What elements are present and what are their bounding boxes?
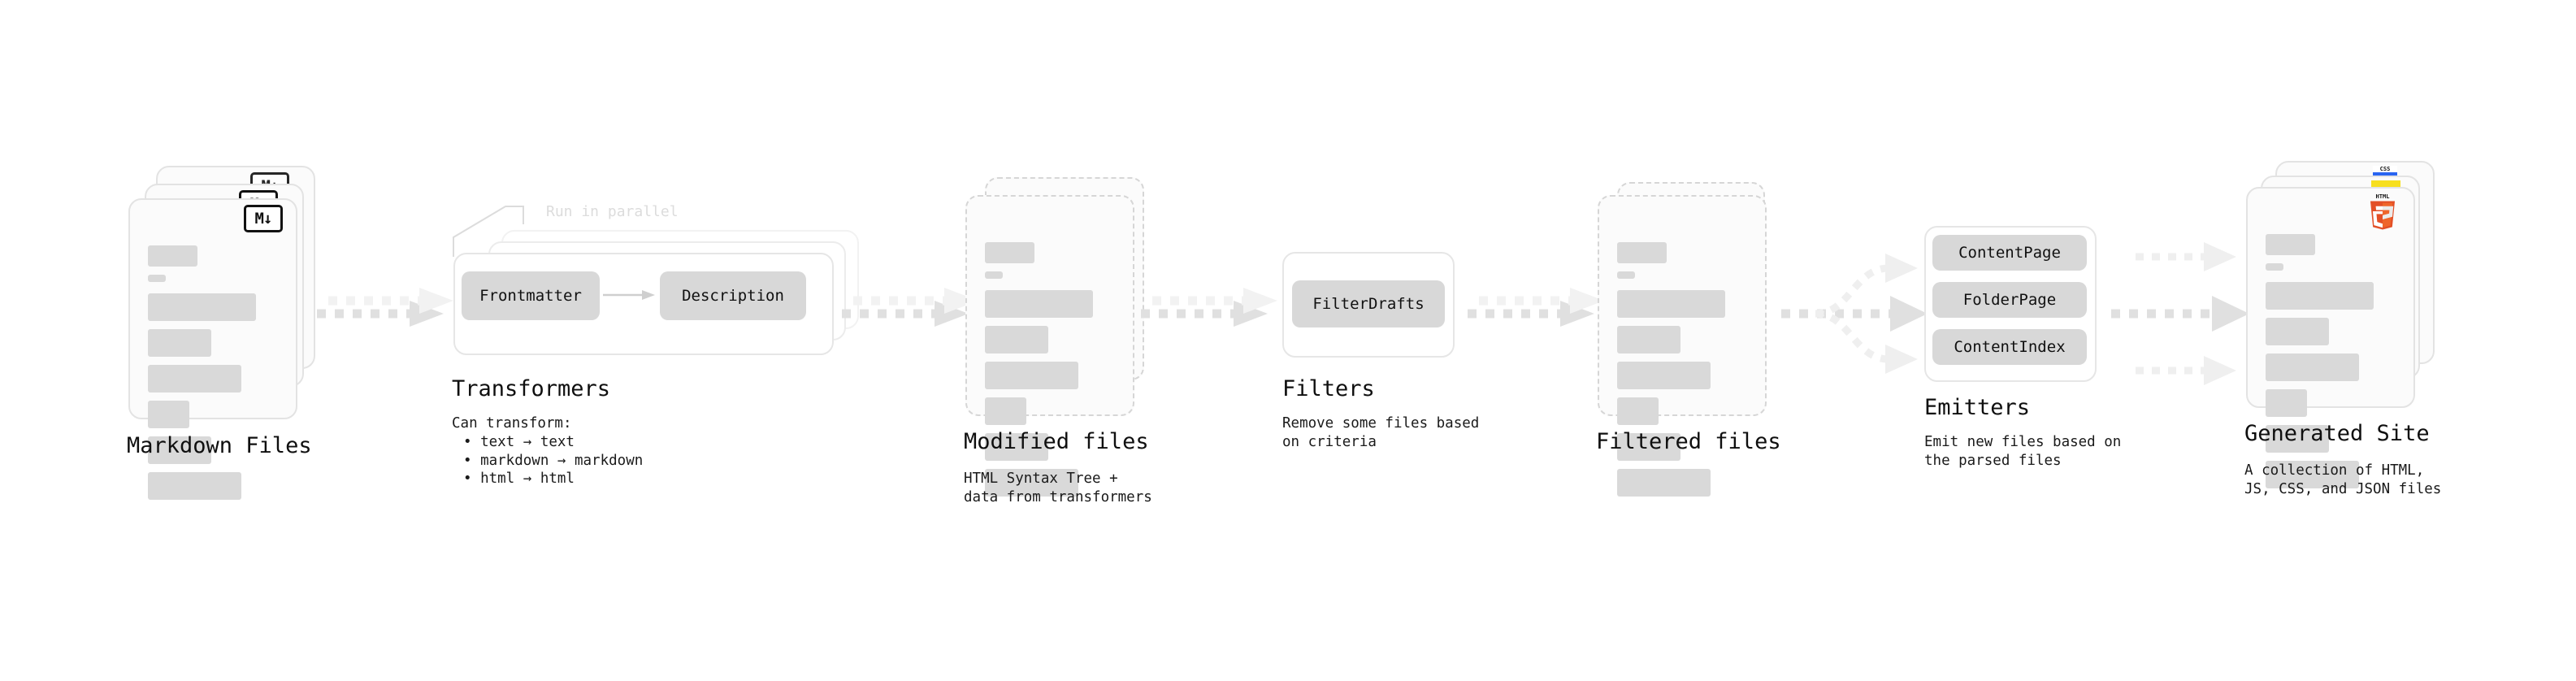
markdown-icon-arrow: ↓ <box>263 209 272 228</box>
connector-emitters-to-site <box>2111 242 2249 385</box>
placeholder-bar <box>148 245 197 267</box>
placeholder-bar <box>148 275 167 282</box>
placeholder-bar <box>148 472 242 500</box>
filtered-card-front <box>1598 195 1767 497</box>
markdown-icon: M↓ <box>244 205 283 232</box>
filters-chip-filterdrafts[interactable]: FilterDrafts <box>1292 280 1445 327</box>
placeholder-bar <box>148 401 190 428</box>
emitters-sub-line2: the parsed files <box>1924 452 2062 469</box>
markdown-files-title: Markdown Files <box>127 433 312 458</box>
html5-icon: HTML <box>2370 193 2396 230</box>
placeholder-bar <box>1617 469 1711 497</box>
transformers-title: Transformers <box>452 376 611 401</box>
placeholder-bar <box>1617 326 1681 354</box>
emitters-chip-folderpage[interactable]: FolderPage <box>1932 282 2087 318</box>
emitters-chip-contentpage-label: ContentPage <box>1958 244 2061 262</box>
emitters-chip-contentpage[interactable]: ContentPage <box>1932 235 2087 271</box>
placeholder-bar <box>148 365 242 393</box>
placeholder-bar <box>148 436 212 464</box>
transformer-chip-description-label: Description <box>682 287 784 305</box>
placeholder-bar <box>985 326 1049 354</box>
filters-title: Filters <box>1282 376 1375 401</box>
placeholder-bar <box>1617 362 1711 389</box>
placeholder-bar <box>985 271 1004 279</box>
placeholder-bar <box>2266 425 2330 453</box>
placeholder-bar <box>2266 318 2330 345</box>
placeholder-bar <box>985 362 1079 389</box>
connector-markdown-to-transformers <box>317 288 453 327</box>
placeholder-bar <box>985 242 1034 263</box>
modified-files-sub-line2: data from transformers <box>964 488 1152 505</box>
css-icon: CSS <box>2373 166 2397 176</box>
placeholder-bar <box>985 433 1049 461</box>
transformers-bullet-2-label: html → html <box>480 471 575 488</box>
placeholder-bar <box>985 469 1079 497</box>
placeholder-bar <box>2266 234 2315 255</box>
transformers-subtitle: Can transform: • text → text • markdown … <box>452 414 643 488</box>
html5-icon-label: HTML <box>2375 193 2389 200</box>
connector-filtered-to-emitters <box>1781 254 1928 374</box>
run-in-parallel-label: Run in parallel <box>546 203 679 220</box>
transformer-chip-frontmatter-label: Frontmatter <box>479 287 582 305</box>
transformers-subtitle-line1: Can transform: <box>452 415 572 432</box>
placeholder-bar <box>2266 354 2360 381</box>
transformer-chip-description[interactable]: Description <box>660 271 806 320</box>
transformers-bullet-1: • markdown → markdown <box>463 452 644 469</box>
emitters-chip-contentindex-label: ContentIndex <box>1954 338 2066 356</box>
filters-chip-filterdrafts-label: FilterDrafts <box>1312 295 1425 313</box>
placeholder-bar <box>1617 433 1681 461</box>
transformers-bullet-0-label: text → text <box>480 433 575 450</box>
emitters-chip-contentindex[interactable]: ContentIndex <box>1932 329 2087 365</box>
filters-sub-line2: on criteria <box>1282 433 1377 450</box>
css-icon-bar <box>2373 172 2397 176</box>
placeholder-bar <box>148 293 256 321</box>
connector-filters-to-filtered <box>1468 288 1604 327</box>
transformer-arrow-front <box>603 290 655 300</box>
filtered-files-title: Filtered files <box>1596 429 1781 454</box>
emitters-sub-line1: Emit new files based on <box>1924 434 2122 450</box>
transformers-bullet-2: • html → html <box>463 471 575 488</box>
placeholder-bar <box>1617 290 1725 318</box>
placeholder-bar <box>2266 389 2308 417</box>
site-card-content <box>2266 234 2396 488</box>
emitters-chip-folderpage-label: FolderPage <box>1962 291 2057 309</box>
modified-files-title: Modified files <box>964 429 1149 454</box>
transformers-bullet-0: • text → text <box>463 433 575 450</box>
markdown-icon-letter: M <box>254 209 264 228</box>
placeholder-bar <box>985 290 1093 318</box>
filtered-card-content <box>1617 242 1747 497</box>
modified-card-front <box>965 195 1134 497</box>
emitters-title: Emitters <box>1924 395 2031 420</box>
emitters-subtitle: Emit new files based on the parsed files <box>1924 433 2121 471</box>
generated-site-sub-line1: A collection of HTML, <box>2244 462 2425 479</box>
connector-transformers-to-modified <box>842 288 978 327</box>
filters-sub-line1: Remove some files based <box>1282 415 1480 432</box>
markdown-card-front <box>128 198 297 500</box>
modified-files-sub-line1: HTML Syntax Tree + <box>964 471 1118 487</box>
placeholder-bar <box>2266 461 2360 488</box>
filters-subtitle: Remove some files based on criteria <box>1282 414 1479 452</box>
placeholder-bar <box>985 397 1027 425</box>
markdown-card-content <box>148 245 278 500</box>
transformer-chip-frontmatter[interactable]: Frontmatter <box>462 271 600 320</box>
connector-modified-to-filters <box>1141 288 1277 327</box>
css-icon-label: CSS <box>2379 166 2391 172</box>
generated-site-subtitle: A collection of HTML, JS, CSS, and JSON … <box>2244 462 2441 499</box>
placeholder-bar <box>1617 271 1636 279</box>
placeholder-bar <box>1617 242 1667 263</box>
modified-card-content <box>985 242 1115 497</box>
placeholder-bar <box>1617 397 1659 425</box>
generated-site-sub-line2: JS, CSS, and JSON files <box>2244 480 2442 497</box>
run-in-parallel-bracket <box>453 206 524 257</box>
modified-files-subtitle: HTML Syntax Tree + data from transformer… <box>964 470 1152 507</box>
site-card-front <box>2246 187 2415 488</box>
generated-site-title: Generated Site <box>2244 421 2430 446</box>
placeholder-bar <box>148 329 212 357</box>
transformers-bullet-1-label: markdown → markdown <box>480 452 644 469</box>
placeholder-bar <box>2266 282 2374 310</box>
placeholder-bar <box>2266 263 2284 271</box>
